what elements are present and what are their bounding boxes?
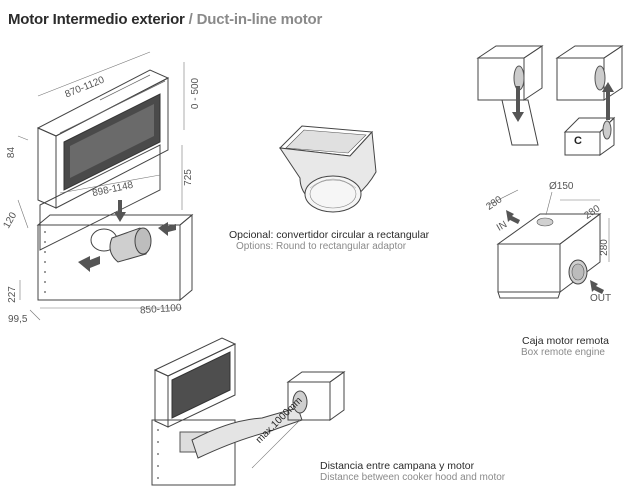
dim-bottom: 227 <box>6 286 18 303</box>
distance-caption-en: Distance between cooker hood and motor <box>320 472 506 483</box>
adaptor-drawing <box>278 125 377 213</box>
distance-setup-drawing <box>151 337 346 486</box>
dim-base-depth: 99,5 <box>8 314 28 325</box>
page-title: Motor Intermedio exterior / Duct-in-line… <box>8 11 322 28</box>
remote-dim-diameter: Ø150 <box>549 181 574 192</box>
box-flow-drawings <box>476 45 624 156</box>
box-label-c: C <box>574 135 582 147</box>
remote-label-out: OUT <box>590 293 612 304</box>
dim-depth-top: 84 <box>6 146 18 159</box>
adaptor-caption-es: Opcional: convertidor circular a rectang… <box>229 229 430 241</box>
remote-caption-en: Box remote engine <box>521 347 605 358</box>
remote-box-drawing <box>487 189 610 299</box>
title-sub: / Duct-in-line motor <box>188 11 323 28</box>
remote-dim-height: 280 <box>598 239 610 256</box>
adaptor-caption-en: Options: Round to rectangular adaptor <box>236 241 407 252</box>
distance-caption-es: Distancia entre campana y motor <box>320 460 475 472</box>
remote-caption-es: Caja motor remota <box>522 335 609 347</box>
downdraft-unit-drawing <box>17 51 194 321</box>
dim-height-body: 725 <box>182 169 194 186</box>
dim-height-range: 0 - 500 <box>190 77 202 110</box>
title-main: Motor Intermedio exterior <box>8 11 185 28</box>
